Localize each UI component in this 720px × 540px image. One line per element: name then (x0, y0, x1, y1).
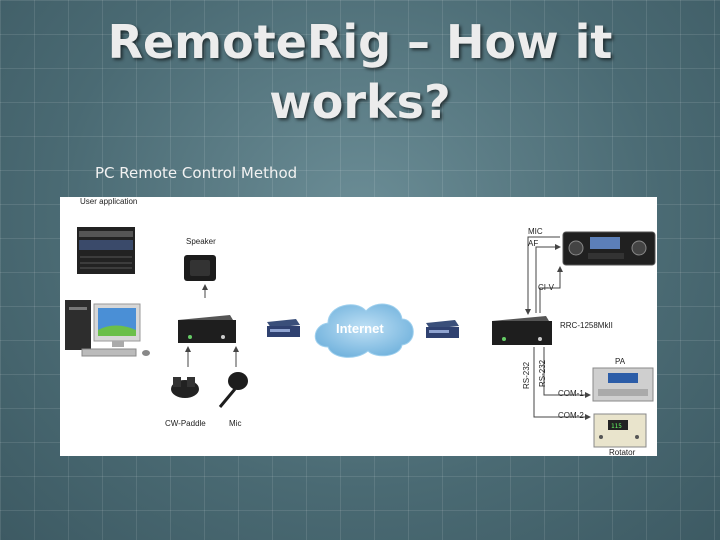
router-icon (426, 320, 459, 338)
diagram-canvas: 115 (65, 227, 656, 448)
cw-paddle-icon (171, 377, 199, 398)
rrc-box-icon (492, 316, 552, 345)
desktop-computer-icon (65, 300, 150, 357)
label-internet: Internet (336, 321, 384, 336)
label-com2: COM-2 (558, 411, 584, 420)
microphone-icon (218, 372, 248, 408)
connection-arrows (185, 236, 591, 420)
label-ci-v: CI-V (538, 283, 554, 292)
router-icon (267, 319, 300, 337)
label-pa: PA (615, 357, 626, 366)
label-user-application: User application (80, 197, 138, 206)
label-com1: COM-1 (558, 389, 584, 398)
svg-text:115: 115 (611, 423, 622, 430)
label-rs232-a: RS-232 (522, 361, 531, 389)
internet-cloud-icon (314, 303, 414, 358)
label-rotator: Rotator (609, 448, 636, 457)
label-rs232-b: RS-232 (538, 359, 547, 387)
label-rrc: RRC-1258MkII (560, 321, 613, 330)
label-speaker: Speaker (186, 237, 216, 246)
application-screenshot-icon (77, 227, 135, 274)
diagram-image: 115 User application Spe (60, 197, 657, 457)
label-cw-paddle: CW-Paddle (165, 419, 206, 428)
speaker-icon (184, 255, 216, 281)
transceiver-icon (562, 231, 656, 266)
label-af: AF (528, 239, 539, 248)
rrc-box-icon (178, 315, 236, 343)
label-mic-top: MIC (528, 227, 543, 236)
amplifier-icon (592, 367, 654, 402)
rotator-controller-icon: 115 (593, 413, 647, 448)
label-mic: Mic (229, 419, 242, 428)
slide-title: RemoteRig – How it works? (107, 15, 613, 129)
slide-subtitle: PC Remote Control Method (95, 164, 298, 182)
